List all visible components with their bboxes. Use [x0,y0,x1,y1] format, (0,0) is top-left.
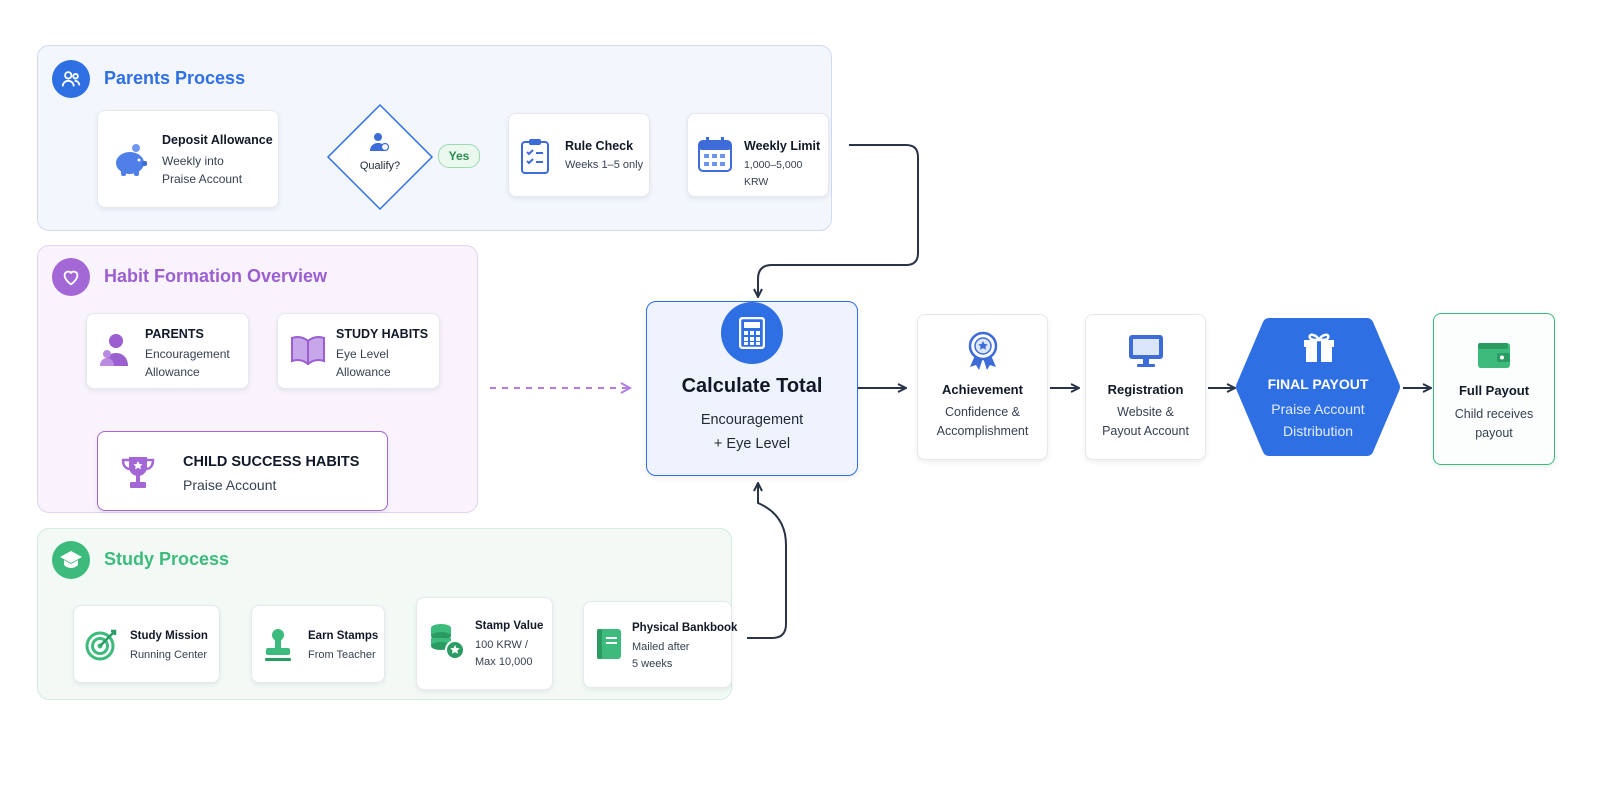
child-success-card[interactable]: CHILD SUCCESS HABITS Praise Account [97,431,388,511]
habit-study-sub: Eye Level Allowance [336,347,391,379]
qualify-decision[interactable]: Qualify? [325,102,435,212]
arrow-bankbook-calc [747,484,787,639]
deposit-allowance-card[interactable]: Deposit Allowance Weekly into Praise Acc… [97,110,279,208]
stamp-value-card[interactable]: Stamp Value 100 KRW / Max 10,000 [416,597,553,690]
achievement-sub: Confidence & Accomplishment [936,405,1029,438]
calculate-total-card[interactable]: Calculate Total Encouragement + Eye Leve… [646,301,858,476]
parents-process-title: Parents Process [104,68,246,88]
achievement-title: Achievement [942,382,1023,397]
stamp-value-title: Stamp Value [475,620,544,632]
monitor-icon [1128,333,1164,374]
trophy-icon [118,452,158,492]
clipboard-check-icon [519,136,551,176]
earn-stamps-title: Earn Stamps [308,630,379,642]
arrow-limit-calc [758,144,919,296]
study-mission-title: Study Mission [130,630,208,642]
registration-sub: Website & Payout Account [1102,405,1189,438]
piggy-bank-icon [110,139,150,179]
qualify-label: Qualify? [359,160,401,172]
study-mission-sub: Running Center [130,649,208,661]
child-success-title: CHILD SUCCESS HABITS [183,454,360,470]
weekly-limit-sub: 1,000–5,000 KRW [744,159,803,188]
full-payout-sub: Child receives payout [1454,407,1534,440]
rule-check-card[interactable]: Rule Check Weeks 1–5 only [508,113,650,197]
heart-icon [52,258,90,296]
habit-parents-card[interactable]: PARENTS Encouragement Allowance [86,313,249,389]
final-payout-hexagon[interactable]: FINAL PAYOUT Praise Account Distribution [1235,318,1401,456]
decision-diamond [326,103,434,211]
habit-parents-title: PARENTS [145,327,204,341]
users-icon [52,60,90,98]
full-payout-card[interactable]: Full Payout Child receives payout [1433,313,1555,465]
physical-bankbook-card[interactable]: Physical Bankbook Mailed after 5 weeks [583,601,737,688]
stamp-icon [262,626,294,664]
calendar-icon [698,136,732,174]
habit-study-title: STUDY HABITS [336,327,429,341]
weekly-limit-title: Weekly Limit [744,139,821,153]
earn-stamps-card[interactable]: Earn Stamps From Teacher [251,605,385,683]
yes-badge: Yes [438,144,480,168]
rule-check-sub: Weeks 1–5 only [565,159,644,171]
registration-card[interactable]: Registration Website & Payout Account [1085,314,1206,460]
child-success-sub: Praise Account [183,477,277,493]
gift-icon [1301,328,1337,369]
final-payout-title: FINAL PAYOUT [1267,376,1369,392]
calculate-total-sub: Encouragement + Eye Level [700,412,804,452]
deposit-sub: Weekly into Praise Account [162,154,243,186]
physical-bankbook-sub: Mailed after 5 weeks [632,641,690,670]
weekly-limit-card[interactable]: Weekly Limit 1,000–5,000 KRW [687,113,829,197]
habit-study-card[interactable]: STUDY HABITS Eye Level Allowance [277,313,440,389]
bankbook-icon [594,626,624,662]
habit-formation-title: Habit Formation Overview [104,266,328,286]
achievement-card[interactable]: Achievement Confidence & Accomplishment [917,314,1048,460]
rule-check-title: Rule Check [565,139,634,153]
study-mission-card[interactable]: Study Mission Running Center [73,605,220,683]
registration-title: Registration [1107,382,1184,397]
stamp-value-sub: 100 KRW / Max 10,000 [475,639,533,668]
habit-parents-sub: Encouragement Allowance [145,347,230,379]
physical-bankbook-title: Physical Bankbook [632,622,738,634]
parents-people-icon [99,332,135,368]
calculator-icon [721,302,783,364]
final-payout-sub: Praise Account Distribution [1271,401,1365,439]
calculate-total-title: Calculate Total [681,375,823,397]
award-ribbon-icon [966,331,1000,376]
coins-icon [427,622,465,660]
target-icon [84,628,118,662]
book-icon [290,334,326,366]
wallet-icon [1477,340,1511,375]
deposit-title: Deposit Allowance [162,133,273,147]
hexagon-shape [1236,318,1400,456]
full-payout-title: Full Payout [1458,383,1530,398]
person-check-icon [367,130,391,159]
earn-stamps-sub: From Teacher [308,649,376,661]
graduation-cap-icon [52,541,90,579]
study-process-title: Study Process [104,549,230,569]
